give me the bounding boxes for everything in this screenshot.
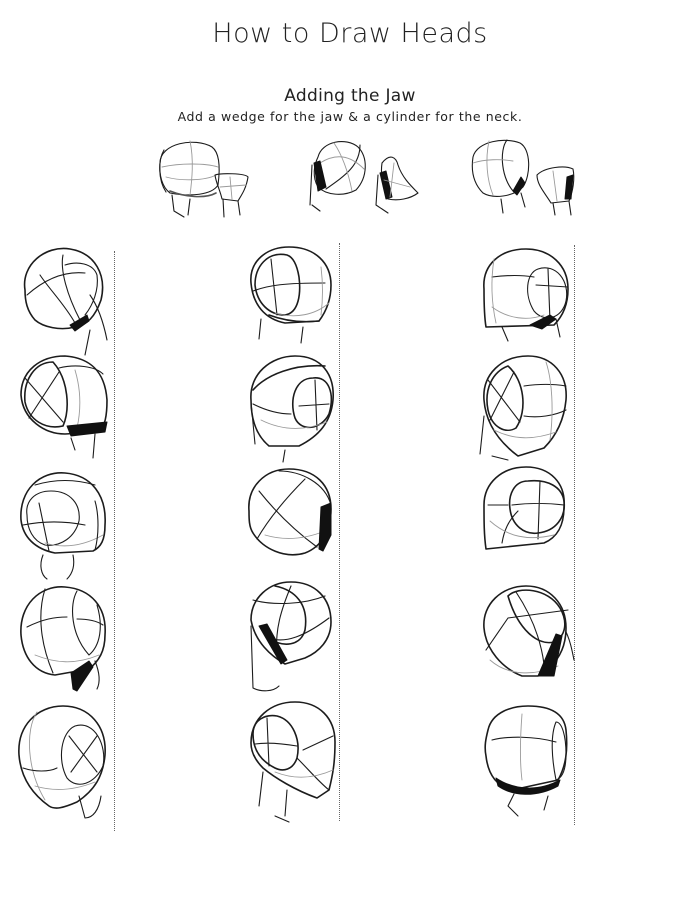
practice-head-3-5 <box>478 700 573 829</box>
head-sketch-icon <box>20 586 106 692</box>
head-sketch-icon <box>483 585 575 677</box>
head-sketch-icon <box>248 468 332 556</box>
practice-head-2-3 <box>245 465 340 564</box>
page-title: How to Draw Heads <box>212 18 488 49</box>
practice-head-2-1 <box>245 243 340 357</box>
head-sketch-icon <box>309 141 419 214</box>
guide-line-column-2 <box>339 243 340 821</box>
head-sketch-icon <box>483 466 565 550</box>
example-side-tilt <box>298 135 423 224</box>
head-sketch-icon <box>471 139 575 216</box>
practice-head-1-3 <box>15 465 115 589</box>
head-sketch-icon <box>159 140 249 218</box>
practice-head-2-2 <box>245 350 340 469</box>
head-sketch-icon <box>20 355 108 459</box>
head-sketch-icon <box>483 248 569 342</box>
practice-head-2-4 <box>245 580 340 699</box>
practice-head-3-3 <box>478 465 573 564</box>
practice-head-1-1 <box>15 245 115 364</box>
practice-head-1-4 <box>15 585 115 709</box>
instruction-text: Add a wedge for the jaw & a cylinder for… <box>177 109 523 124</box>
head-sketch-icon <box>250 581 332 692</box>
head-sketch-icon <box>250 701 336 823</box>
practice-head-3-1 <box>478 245 573 359</box>
head-sketch-icon <box>18 705 106 819</box>
head-sketch-icon <box>23 247 108 356</box>
practice-head-2-5 <box>245 698 340 832</box>
head-sketch-icon <box>20 472 106 580</box>
guide-line-column-1 <box>114 251 115 831</box>
example-three-quarter <box>465 135 585 224</box>
guide-line-column-3 <box>574 245 575 825</box>
practice-head-1-5 <box>15 700 115 834</box>
head-sketch-icon <box>484 705 568 817</box>
example-front <box>150 135 260 224</box>
practice-head-3-4 <box>478 580 578 699</box>
practice-head-3-2 <box>478 350 573 474</box>
section-title: Adding the Jaw <box>284 86 416 106</box>
head-sketch-icon <box>250 246 332 344</box>
head-sketch-icon <box>250 355 334 463</box>
head-sketch-icon <box>479 355 567 461</box>
practice-head-1-2 <box>15 350 115 469</box>
